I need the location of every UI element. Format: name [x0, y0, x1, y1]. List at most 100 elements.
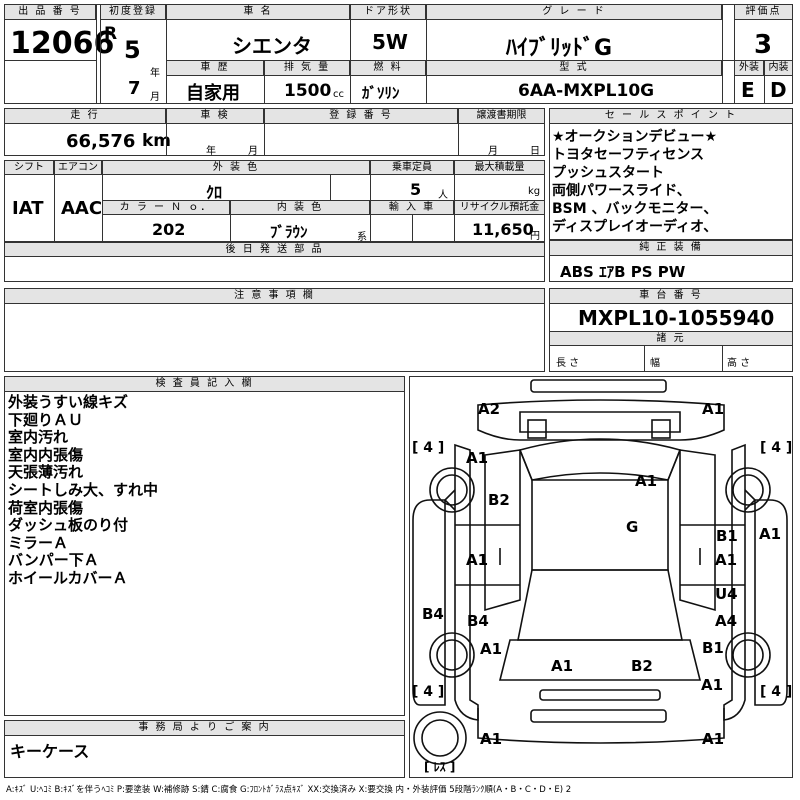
exterior-score: E	[741, 78, 755, 102]
max-load-unit: kg	[528, 186, 541, 197]
inspection-year-unit: 年	[206, 146, 216, 157]
inspector-line: 荷室内張傷	[8, 498, 84, 517]
tire-rear-right: [ 4 ]	[760, 684, 793, 700]
damage-mark: A1	[701, 676, 724, 694]
equipment-header: 純 正 装 備	[549, 240, 793, 256]
inspector-header: 検 査 員 記 入 欄	[4, 376, 405, 392]
door-header: ドア形状	[350, 4, 426, 20]
car-name: シエンタ	[232, 34, 312, 58]
damage-mark: B1	[702, 639, 724, 657]
recycle-unit: 円	[530, 231, 540, 242]
sales-points-header: セ ー ル ス ポ イ ン ト	[549, 108, 793, 124]
office-note: キーケース	[10, 742, 90, 761]
sales-point-line: ★オークションデビュー★	[552, 129, 718, 145]
inspector-line: 室内内張傷	[8, 445, 84, 464]
color-no-header: カ ラ ー Ｎ ｏ．	[102, 200, 230, 215]
inspector-line: バンパー下Ａ	[8, 551, 99, 570]
reg-month: 7	[128, 78, 141, 99]
inspector-line: 室内汚れ	[8, 428, 69, 447]
import-header: 輸 入 車	[370, 200, 454, 215]
transfer-month-unit: 月	[488, 146, 498, 157]
shift-header: シフト	[4, 160, 54, 175]
height-label: 高 さ	[727, 358, 751, 369]
month-unit: 月	[150, 92, 160, 103]
damage-mark: A2	[478, 400, 501, 418]
first-reg-header: 初度登録	[100, 4, 166, 20]
damage-mark: U4	[715, 585, 738, 603]
legend: A:ｷｽﾞ U:ﾍｺﾐ B:ｷｽﾞを伴うﾍｺﾐ P:要塗装 W:補修跡 S:錆 …	[6, 785, 572, 795]
rear-bumper-shape	[539, 689, 661, 701]
inspector-notes: 外装うすい線キズ 下廻りＡＵ 室内汚れ 室内内張傷 天張薄汚れ シートしみ大、す…	[8, 393, 159, 588]
spare-tire-shape	[413, 711, 467, 765]
inspector-line: ホイールカバーＡ	[8, 568, 128, 587]
max-load-header: 最大積載量	[454, 160, 545, 175]
damage-mark: B4	[467, 612, 489, 630]
rear-left-wheel-shape	[429, 632, 475, 678]
car-name-header: 車 名	[166, 4, 350, 20]
front-bumper-shape	[530, 379, 667, 393]
inspector-line: シートしみ大、すれ中	[8, 480, 159, 499]
shift: IAT	[12, 198, 44, 219]
damage-mark: A1	[759, 525, 782, 543]
damage-mark: B2	[631, 657, 653, 675]
sales-points-list: ★オークションデビュー★ トヨタセーフティセンス プッシュスタート 両側パワース…	[552, 128, 717, 236]
reg-year: 5	[124, 36, 141, 64]
damage-mark: A1	[635, 472, 658, 490]
inspection-header: 車 検	[166, 108, 264, 124]
model-header: 型 式	[426, 60, 722, 76]
transfer-header: 譲渡書期限	[458, 108, 545, 124]
roof-shape	[531, 479, 669, 571]
sales-point-line: BSM 、バックモニター、	[552, 201, 718, 217]
damage-mark: G	[626, 518, 639, 536]
left-side-shape	[412, 499, 446, 706]
chassis-number: MXPL10-1055940	[578, 306, 775, 330]
inspector-line: ダッシュ板のり付	[8, 516, 129, 535]
sales-point-line: プッシュスタート	[552, 165, 664, 181]
sales-point-line: ディスプレイオーディオ、	[552, 219, 718, 235]
damage-mark: A1	[702, 400, 725, 418]
damage-mark: A1	[715, 551, 738, 569]
damage-mark: B2	[488, 491, 510, 509]
damage-mark: A4	[715, 612, 738, 630]
lot-no-header: 出 品 番 号	[4, 4, 96, 20]
ext-color: ｸﾛ	[206, 183, 223, 202]
score-header: 評価点	[734, 4, 793, 20]
notes-header: 注 意 事 項 欄	[4, 288, 545, 304]
displacement-unit: cc	[333, 89, 344, 100]
damage-mark: B4	[422, 605, 444, 623]
rear-window-shape	[517, 569, 683, 641]
equipment-items: ABS ｴｱB PS PW	[560, 263, 686, 281]
history: 自家用	[186, 83, 240, 104]
front-right-wheel-shape	[725, 467, 771, 513]
damage-mark: A1	[480, 640, 503, 658]
length-label: 長 さ	[556, 358, 580, 369]
displacement: 1500	[284, 81, 332, 101]
ac-header: エアコン	[54, 160, 102, 175]
inspector-line: ミラーＡ	[8, 533, 69, 552]
inspection-month-unit: 月	[248, 146, 258, 157]
front-outline-shape	[477, 399, 725, 441]
damage-mark: A1	[466, 551, 489, 569]
int-color-suffix: 系	[357, 232, 367, 243]
year-unit: 年	[150, 68, 160, 79]
sales-point-line: 両側パワースライド、	[552, 183, 691, 199]
front-left-wheel-shape	[429, 467, 475, 513]
model: 6AA-MXPL10G	[518, 81, 655, 101]
spare-tire-label: [ ﾚｽ ]	[424, 760, 456, 774]
capacity-unit: 人	[438, 190, 448, 201]
score: 3	[754, 30, 773, 60]
int-color-header: 内 装 色	[230, 200, 370, 215]
door-type: 5W	[372, 30, 408, 54]
inspector-line: 天張薄汚れ	[8, 463, 84, 482]
capacity: 5	[410, 180, 422, 199]
mileage: 66,576	[66, 131, 136, 152]
chassis-header: 車 台 番 号	[549, 288, 793, 304]
interior-header: 内装	[764, 60, 793, 76]
mileage-unit: km	[142, 131, 172, 151]
damage-mark: B1	[716, 527, 738, 545]
fuel: ｶﾞｿﾘﾝ	[362, 84, 400, 102]
damage-mark: A1	[466, 449, 489, 467]
recycle-header: リサイクル預託金	[454, 200, 545, 215]
color-no: 202	[152, 220, 186, 239]
damage-mark: A1	[702, 730, 725, 748]
